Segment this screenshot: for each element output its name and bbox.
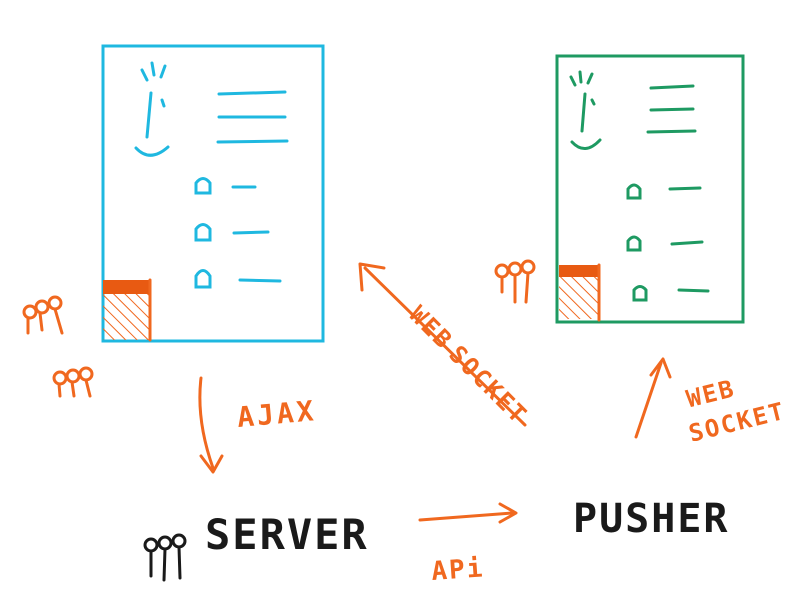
websocket-a-line2: SOCKET — [443, 340, 533, 430]
profile-text-lines — [646, 84, 697, 134]
bell-icon — [626, 183, 642, 200]
notification-row — [194, 269, 282, 289]
profile-text-lines — [216, 90, 289, 144]
notification-row — [626, 183, 702, 200]
notification-row — [194, 177, 257, 195]
websocket-label-a: WEB SOCKET — [404, 300, 533, 429]
client-frame-a — [101, 44, 325, 343]
pusher-label: PUSHER — [573, 496, 730, 542]
api-arrow — [418, 502, 518, 524]
bell-icon — [194, 269, 212, 289]
smiley-face-icon — [569, 70, 602, 150]
websocket-arrow-b — [634, 357, 672, 439]
websocket-arrow-a — [358, 262, 527, 427]
bell-icon — [194, 177, 212, 195]
ajax-arrow — [198, 376, 224, 474]
client-window-b — [555, 54, 745, 324]
websocket-b-line1: WEB — [683, 374, 738, 413]
bell-icon — [194, 223, 212, 242]
bell-icon — [626, 235, 642, 252]
client-frame-b — [555, 54, 745, 324]
client-window-a — [101, 44, 325, 343]
server-label: SERVER — [205, 510, 369, 559]
ajax-label: AJAX — [236, 394, 318, 434]
bell-icon — [632, 285, 648, 302]
smiley-face-icon — [134, 61, 170, 157]
people-icon — [52, 366, 94, 398]
chat-widget-b — [559, 263, 601, 322]
websocket-a-line1: WEB — [404, 300, 459, 355]
notification-row — [626, 235, 704, 252]
people-icon — [494, 259, 536, 304]
chat-widget-a — [103, 278, 152, 342]
people-icon — [143, 533, 187, 582]
api-label: APi — [430, 553, 485, 587]
people-icon — [22, 295, 64, 335]
notification-row — [194, 223, 270, 242]
websocket-label-b: WEB SOCKET — [683, 374, 788, 448]
notification-row — [632, 285, 710, 302]
